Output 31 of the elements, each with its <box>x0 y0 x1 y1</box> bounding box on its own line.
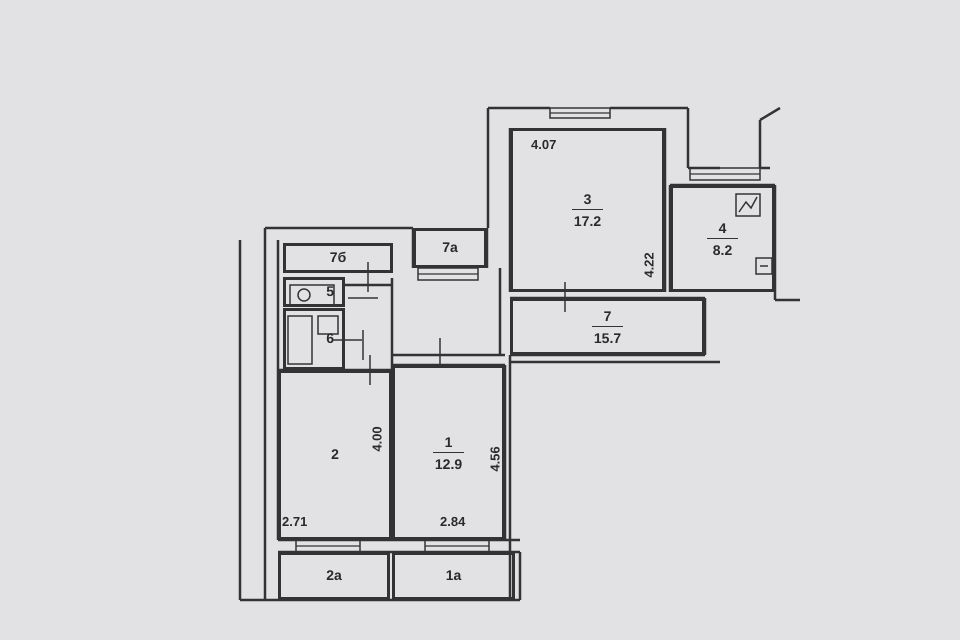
room-outline <box>413 228 487 268</box>
room-area: 12.9 <box>434 452 462 472</box>
room-number: 4 <box>706 220 738 238</box>
room-outline <box>283 243 393 273</box>
room-number: 7а <box>441 239 459 257</box>
room-number: 6 <box>325 330 335 348</box>
room-outline <box>283 308 345 370</box>
dimension-label: 4.00 <box>370 426 385 452</box>
room-number: 1 <box>432 434 464 452</box>
room-outline <box>278 552 390 600</box>
room-number: 1а <box>444 567 462 585</box>
room-number: 2 <box>330 446 340 464</box>
room-area: 17.2 <box>574 210 602 229</box>
room-number: 7 <box>592 308 624 326</box>
dimension-label: 2.71 <box>282 515 308 529</box>
room-number: 2а <box>325 567 343 585</box>
dimension-label: 4.22 <box>642 252 657 278</box>
room-outline <box>392 552 515 600</box>
room-outline <box>278 370 392 540</box>
dimension-label: 2.84 <box>440 515 466 529</box>
dimension-label: 4.07 <box>531 138 556 152</box>
room-outline <box>510 128 665 292</box>
room-outline <box>510 298 705 355</box>
room-number: 3 <box>572 191 604 210</box>
room-outline <box>670 185 775 292</box>
dimension-label: 4.56 <box>488 446 503 472</box>
room-area: 8.2 <box>712 238 732 258</box>
room-outline <box>392 365 505 540</box>
room-area: 15.7 <box>594 326 622 346</box>
room-number: 7б <box>328 249 348 267</box>
room-outline <box>283 277 345 307</box>
